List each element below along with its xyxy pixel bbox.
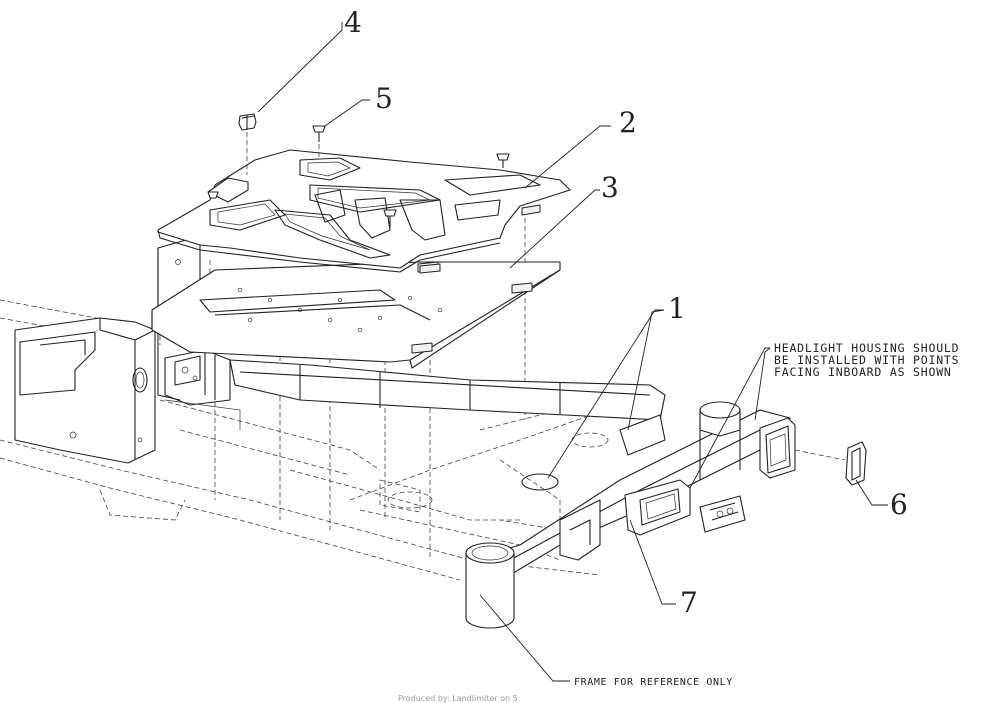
headlight-housing-right	[759, 417, 796, 479]
hinge-bracket	[164, 349, 231, 406]
part-5-screws	[207, 125, 510, 228]
plate-holes	[237, 287, 443, 333]
part-7-headlight-housing	[624, 479, 746, 536]
callout-numbers: 4 5 2 3 1 6 7	[344, 6, 908, 619]
side-bracket	[14, 317, 156, 464]
callout-3: 3	[601, 171, 619, 204]
callout-2: 2	[619, 106, 637, 139]
callout-5: 5	[375, 82, 393, 115]
plate-emboss-ribs	[209, 157, 541, 259]
part-3-lower-plate	[151, 261, 561, 369]
callout-4: 4	[344, 6, 362, 39]
callout-1: 1	[668, 292, 686, 325]
main-frame-tube	[229, 359, 666, 421]
installation-note: HEADLIGHT HOUSING SHOULD BE INSTALLED WI…	[774, 341, 959, 379]
callout-7: 7	[680, 586, 698, 619]
part-4-bolt	[238, 113, 257, 175]
note-line-3: FACING INBOARD AS SHOWN	[774, 365, 952, 379]
frame-reference-note: FRAME FOR REFERENCE ONLY	[574, 677, 733, 688]
leader-lines	[257, 22, 888, 682]
part-6-light	[794, 441, 867, 486]
footer-text: Produced by: Landlimiter on 5	[398, 694, 518, 703]
part-2-upper-plate	[157, 149, 571, 274]
note-line-1: HEADLIGHT HOUSING SHOULD	[774, 341, 959, 355]
note-line-2: BE INSTALLED WITH POINTS	[774, 353, 959, 367]
callout-6: 6	[890, 488, 908, 521]
